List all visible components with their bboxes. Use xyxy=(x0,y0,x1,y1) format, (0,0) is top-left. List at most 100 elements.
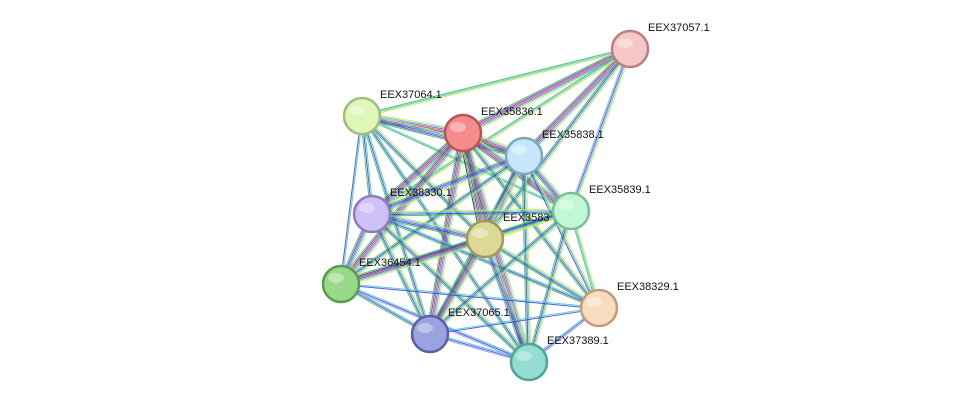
edge-line xyxy=(371,214,599,310)
edge-line xyxy=(370,47,630,214)
edge-n836-n454 xyxy=(337,130,467,287)
edge-line xyxy=(371,132,463,214)
node-n839[interactable] xyxy=(551,191,591,231)
edge-line xyxy=(372,212,572,217)
edge-line xyxy=(372,212,486,239)
node-circle[interactable] xyxy=(321,264,361,304)
edge-line xyxy=(370,152,524,212)
edge-line xyxy=(369,130,462,212)
node-circle[interactable] xyxy=(342,96,382,136)
edge-line xyxy=(340,155,524,284)
node-n065[interactable] xyxy=(410,314,450,354)
edge-line xyxy=(339,235,485,282)
edge-line xyxy=(485,236,601,307)
node-label: EEX38329.1 xyxy=(617,281,679,293)
edge-line xyxy=(362,49,631,118)
edge-line xyxy=(341,240,486,287)
edge-line xyxy=(370,215,528,364)
node-circle[interactable] xyxy=(509,342,549,382)
node-n838[interactable] xyxy=(504,136,544,176)
edge-line xyxy=(341,116,364,285)
edge-line xyxy=(372,211,572,216)
edge-line xyxy=(372,213,530,362)
node-label: EEX37389.1 xyxy=(547,335,609,347)
node-circle[interactable] xyxy=(465,219,505,259)
edge-n838-n454 xyxy=(339,153,526,287)
node-circle[interactable] xyxy=(504,136,544,176)
edge-line xyxy=(343,134,467,287)
edge-line xyxy=(341,241,487,288)
edge-line xyxy=(464,131,602,308)
edge-line xyxy=(371,214,529,363)
edge-line xyxy=(372,133,464,215)
node-circle[interactable] xyxy=(410,314,450,354)
node-n57[interactable] xyxy=(610,29,650,69)
edge-line xyxy=(342,134,466,286)
edge-n57-n583 xyxy=(482,47,633,241)
node-n836[interactable] xyxy=(443,113,483,153)
node-circle[interactable] xyxy=(610,29,650,69)
edge-n57-n839 xyxy=(568,48,633,212)
node-n330[interactable] xyxy=(352,194,392,234)
edge-line xyxy=(430,211,572,335)
edge-line xyxy=(373,212,433,334)
edge-line xyxy=(430,308,600,336)
edge-line xyxy=(461,46,630,132)
edge-line xyxy=(521,156,528,363)
node-circle[interactable] xyxy=(579,288,619,328)
edge-line xyxy=(429,306,599,334)
node-highlight xyxy=(511,145,527,155)
edge-line xyxy=(569,48,630,211)
node-circle[interactable] xyxy=(352,194,392,234)
edge-line xyxy=(340,236,485,283)
edge-n57-n64 xyxy=(361,47,631,118)
edge-line xyxy=(340,237,485,284)
edge-line xyxy=(530,211,574,363)
node-n329[interactable] xyxy=(579,288,619,328)
node-highlight xyxy=(417,323,433,333)
edge-line xyxy=(483,240,599,311)
node-highlight xyxy=(359,203,375,213)
edge-line xyxy=(462,47,630,133)
edge-line xyxy=(373,134,465,216)
edge-line xyxy=(360,117,484,241)
edge-line xyxy=(571,49,632,212)
edge-line xyxy=(526,210,570,362)
edge-line xyxy=(372,212,600,308)
edge-line xyxy=(341,156,525,285)
edge-line xyxy=(483,239,529,363)
edge-line xyxy=(463,132,600,308)
node-highlight xyxy=(516,351,532,361)
edge-line xyxy=(527,210,571,362)
node-circle[interactable] xyxy=(443,113,483,153)
edge-n64-n583 xyxy=(360,114,487,241)
edge-line xyxy=(484,239,599,310)
edge-line xyxy=(464,51,632,137)
node-highlight xyxy=(328,273,344,283)
edge-line xyxy=(522,47,629,155)
edge-line xyxy=(431,212,573,336)
edge-line xyxy=(371,213,600,309)
node-n583[interactable] xyxy=(465,219,505,259)
node-circle[interactable] xyxy=(551,191,591,231)
edge-line xyxy=(523,155,600,309)
edge-line xyxy=(487,237,533,362)
node-n454[interactable] xyxy=(321,264,361,304)
edge-line xyxy=(371,213,486,240)
edge-n065-n329 xyxy=(429,306,600,336)
node-n64[interactable] xyxy=(342,96,382,136)
node-label: EEX37065.1 xyxy=(448,307,510,319)
node-label: EEX35838.1 xyxy=(542,129,604,141)
node-label: EEX37057.1 xyxy=(648,22,710,34)
edge-line xyxy=(485,49,631,240)
node-n389[interactable] xyxy=(509,342,549,382)
edge-line xyxy=(572,49,633,212)
node-layer xyxy=(321,29,650,382)
node-highlight xyxy=(558,200,574,210)
edge-line xyxy=(340,284,599,310)
edge-n838-n330 xyxy=(370,152,526,218)
edge-line xyxy=(361,48,631,117)
edge-line xyxy=(568,48,629,211)
label-layer: EEX37057.1EEX37064.1EEX35836.1EEX35838.1… xyxy=(359,22,710,347)
edge-line xyxy=(371,216,485,243)
